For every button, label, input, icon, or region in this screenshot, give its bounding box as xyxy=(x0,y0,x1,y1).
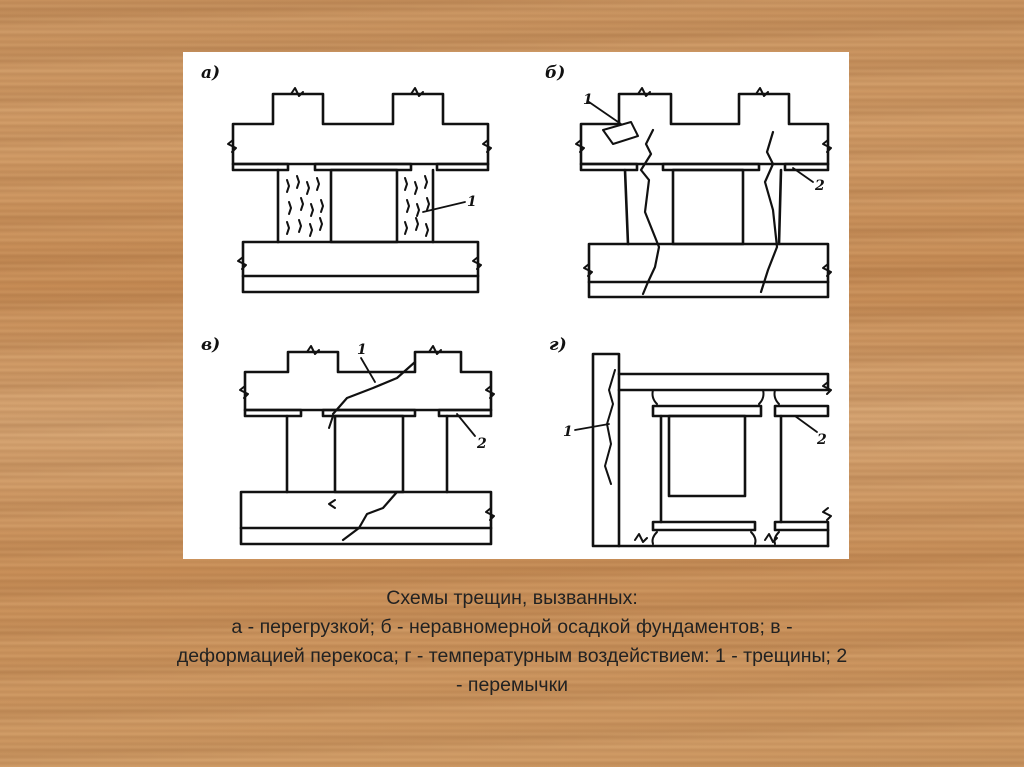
scheme-b-marker-2: 2 xyxy=(814,178,825,194)
caption-line-2: а - перегрузкой; б - неравномерной осадк… xyxy=(231,616,793,638)
figure-caption: Схемы трещин, вызванных: а - перегрузкой… xyxy=(60,584,964,700)
scheme-a-overload: а) xyxy=(201,63,492,294)
scheme-v-marker-1: 1 xyxy=(357,342,367,358)
scheme-a-cracks-right xyxy=(404,175,430,237)
caption-line-1: Схемы трещин, вызванных: xyxy=(386,587,638,609)
scheme-v-skew-deformation: в) 1 2 xyxy=(201,335,495,546)
scheme-g-marker-2: 2 xyxy=(816,432,827,448)
scheme-a-cracks-left xyxy=(286,175,324,237)
scheme-g-temperature: г) xyxy=(549,335,832,548)
crack-schemes-figure: а) xyxy=(183,52,849,559)
scheme-v-label: в) xyxy=(201,335,220,355)
scheme-b-marker-1: 1 xyxy=(583,92,593,108)
scheme-b-label: б) xyxy=(545,63,565,83)
caption-line-4: - перемычки xyxy=(455,674,568,696)
scheme-g-label: г) xyxy=(549,335,567,355)
scheme-b-uneven-settlement: б) 1 2 xyxy=(545,63,832,299)
scheme-v-marker-2: 2 xyxy=(476,436,487,452)
scheme-a-label: а) xyxy=(201,63,220,83)
scheme-a-marker-1: 1 xyxy=(467,194,477,210)
scheme-g-marker-1: 1 xyxy=(563,424,573,440)
caption-line-3: деформацией перекоса; г - температурным … xyxy=(176,645,848,667)
